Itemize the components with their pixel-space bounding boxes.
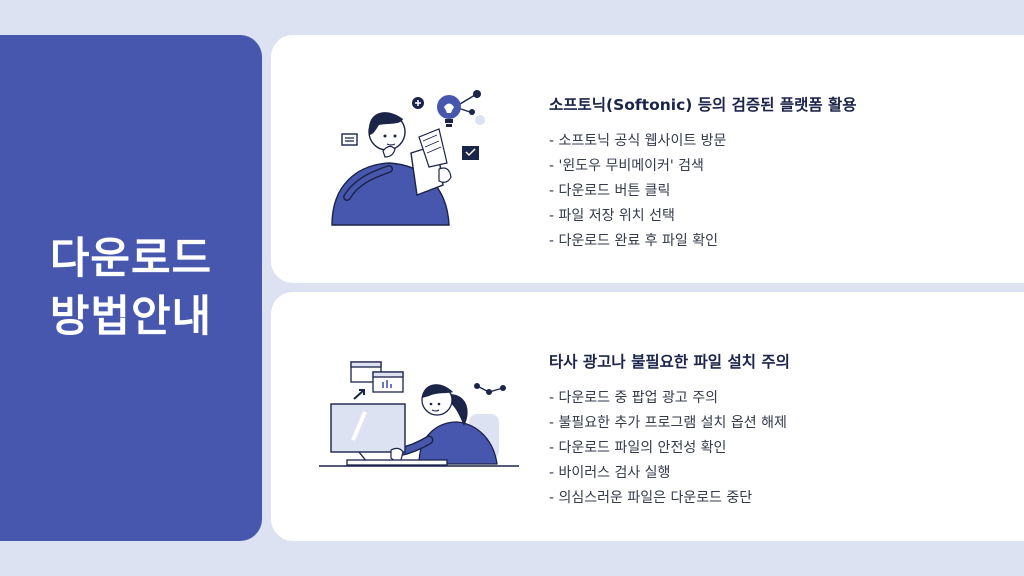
title-panel: 다운로드 방법안내 xyxy=(0,35,262,541)
person-at-computer-illustration xyxy=(319,361,519,467)
list-item: - 다운로드 완료 후 파일 확인 xyxy=(549,233,718,249)
section-content-platform: 소프토닉(Softonic) 등의 검증된 플랫폼 활용 - 소프토닉 공식 웹… xyxy=(549,93,857,254)
section-heading: 소프토닉(Softonic) 등의 검증된 플랫폼 활용 xyxy=(549,96,857,114)
list-item: - 소프토닉 공식 웹사이트 방문 xyxy=(549,133,727,149)
list-item: - 다운로드 중 팝업 광고 주의 xyxy=(549,390,718,406)
list-item: - '윈도우 무비메이커' 검색 xyxy=(549,158,704,174)
list-item: - 바이러스 검사 실행 xyxy=(549,465,671,481)
section-content-caution: 타사 광고나 불필요한 파일 설치 주의 - 다운로드 중 팝업 광고 주의 -… xyxy=(549,350,790,511)
list-item: - 의심스러운 파일은 다운로드 중단 xyxy=(549,490,753,506)
list-item: - 불필요한 추가 프로그램 설치 옵션 해제 xyxy=(549,415,787,431)
title-line-1: 다운로드 xyxy=(49,234,213,284)
title-line-2: 방법안내 xyxy=(49,292,213,342)
section-card-caution: 타사 광고나 불필요한 파일 설치 주의 - 다운로드 중 팝업 광고 주의 -… xyxy=(271,292,1024,541)
list-item: - 파일 저장 위치 선택 xyxy=(549,208,675,224)
person-reading-idea-illustration xyxy=(331,90,485,226)
list-item: - 다운로드 버튼 클릭 xyxy=(549,183,671,199)
section-card-platform: 소프토닉(Softonic) 등의 검증된 플랫폼 활용 - 소프토닉 공식 웹… xyxy=(271,35,1024,283)
list-item: - 다운로드 파일의 안전성 확인 xyxy=(549,440,727,456)
section-heading: 타사 광고나 불필요한 파일 설치 주의 xyxy=(549,353,790,371)
